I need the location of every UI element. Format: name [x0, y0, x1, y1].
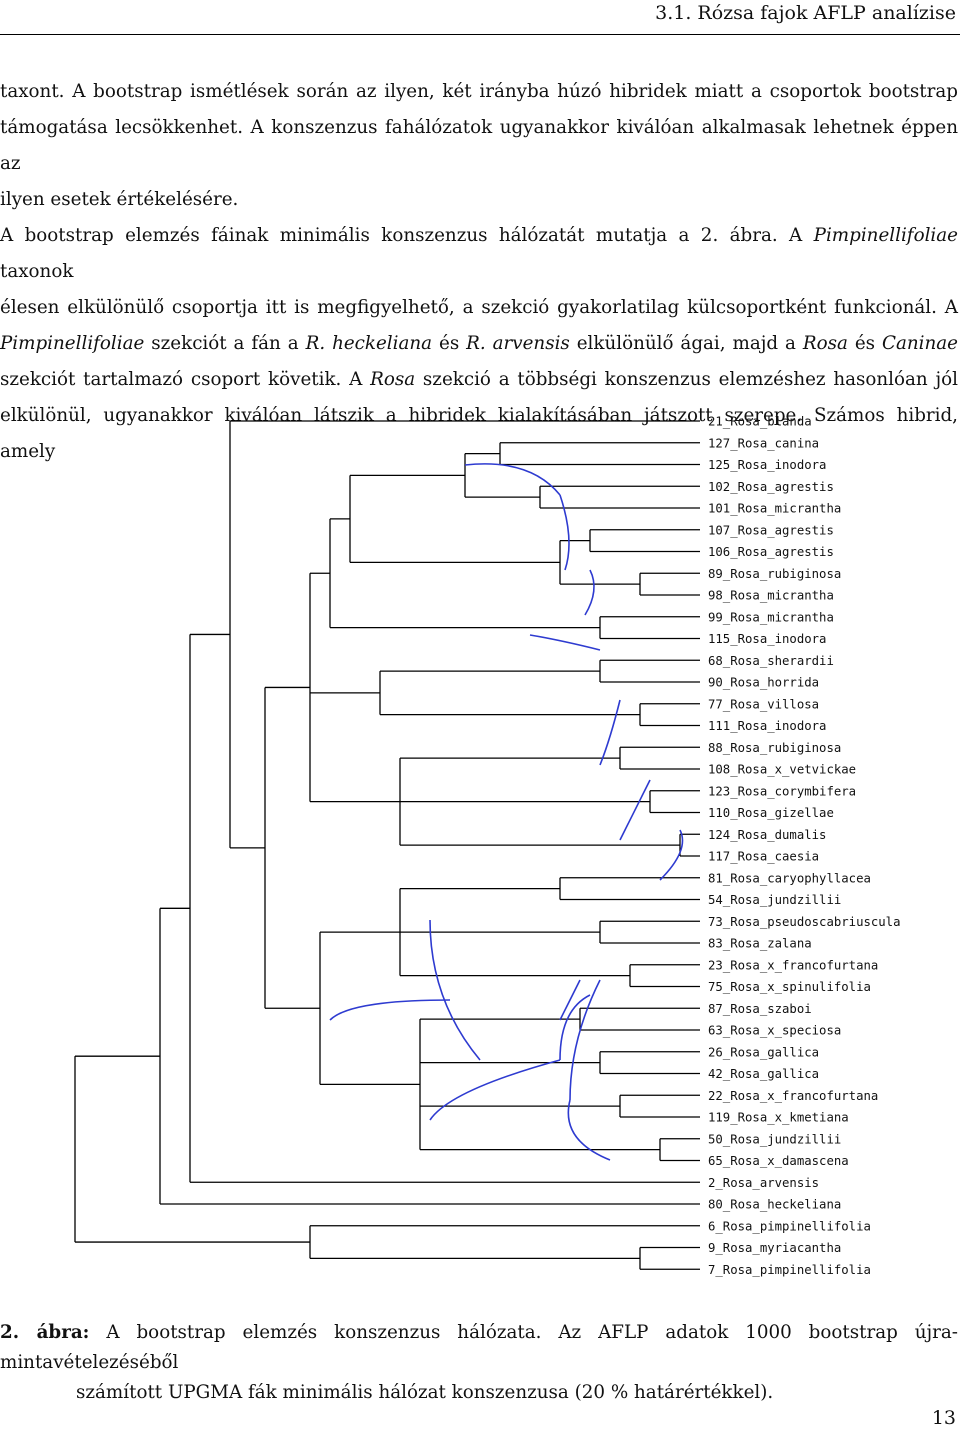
taxon-label: 107_Rosa_agrestis: [708, 523, 834, 537]
text-span: A bootstrap elemzés fáinak minimális kon…: [0, 225, 814, 246]
running-head: 3.1. Rózsa fajok AFLP analízise: [655, 2, 956, 24]
taxon-label: 125_Rosa_inodora: [708, 458, 826, 472]
hybrid-edge: [429, 1059, 561, 1121]
hybrid-edge: [559, 494, 570, 571]
text-span: szekciót a fán a: [144, 333, 306, 354]
hybrid-edge: [559, 979, 581, 1021]
hybrid-edge: [599, 699, 621, 766]
hybrid-edge: [567, 1099, 611, 1161]
text-span: szekciót tartalmazó csoport követik. A: [0, 369, 371, 390]
taxon-label: 2_Rosa_arvensis: [708, 1176, 819, 1190]
taxon-labels: 21_Rosa_blanda 127_Rosa_canina 125_Rosa_in…: [708, 415, 901, 1277]
text-line: ilyen esetek értékelésére.: [0, 182, 958, 218]
taxon-label: 108_Rosa_x_vetvickae: [708, 763, 856, 777]
tree-edges: [74, 420, 700, 1270]
consensus-network-figure: 21_Rosa_blanda 127_Rosa_canina 125_Rosa_in…: [74, 415, 901, 1277]
taxon-label: 115_Rosa_inodora: [708, 632, 826, 646]
taxon-label: 87_Rosa_szaboi: [708, 1002, 812, 1016]
text-line: támogatása lecsökkenhet. A konszenzus fa…: [0, 110, 958, 182]
text-line: élesen elkülönülő csoportja itt is megfi…: [0, 290, 958, 326]
taxon-label: 88_Rosa_rubiginosa: [708, 741, 841, 755]
caption-line: 2. ábra: A bootstrap elemzés konszenzus …: [0, 1318, 958, 1378]
taxon-label: 6_Rosa_pimpinellifolia: [708, 1219, 871, 1233]
taxon-label: 63_Rosa_x_speciosa: [708, 1024, 841, 1038]
hybrid-edges: [329, 463, 684, 1161]
taxon-label: 23_Rosa_x_francofurtana: [708, 958, 878, 972]
header-rule: [0, 34, 960, 35]
italic-span: Caninae: [882, 333, 958, 354]
taxon-label: 42_Rosa_gallica: [708, 1067, 819, 1081]
taxon-label: 26_Rosa_gallica: [708, 1045, 819, 1059]
taxon-label: 7_Rosa_pimpinellifolia: [708, 1263, 871, 1277]
taxon-label: 65_Rosa_x_damascena: [708, 1154, 849, 1168]
caption-line: számított UPGMA fák minimális hálózat ko…: [76, 1382, 774, 1403]
taxon-label: 124_Rosa_dumalis: [708, 828, 826, 842]
taxon-label: 50_Rosa_jundzillii: [708, 1132, 841, 1146]
text-span: ilyen esetek értékelésére.: [0, 189, 239, 210]
hybrid-edge: [464, 463, 561, 496]
hybrid-edge: [659, 829, 684, 881]
caption-text: A bootstrap elemzés konszenzus hálózata.…: [0, 1322, 958, 1373]
text-line: taxont. A bootstrap ismétlések során az …: [0, 74, 958, 110]
italic-span: Pimpinellifoliae: [0, 333, 145, 354]
taxon-label: 106_Rosa_agrestis: [708, 545, 834, 559]
taxon-label: 83_Rosa_zalana: [708, 937, 812, 951]
figure-caption: 2. ábra: A bootstrap elemzés konszenzus …: [0, 1318, 958, 1408]
taxon-label: 81_Rosa_caryophyllacea: [708, 871, 871, 885]
taxon-label: 111_Rosa_inodora: [708, 719, 826, 733]
hybrid-edge: [329, 999, 451, 1021]
taxon-label: 68_Rosa_sherardii: [708, 654, 834, 668]
caption-label: 2. ábra:: [0, 1322, 90, 1343]
body-text: taxont. A bootstrap ismétlések során az …: [0, 74, 958, 470]
taxon-label: 21_Rosa_blanda: [708, 415, 812, 429]
taxon-label: 73_Rosa_pseudoscabriuscula: [708, 915, 901, 929]
hybrid-edge: [619, 779, 651, 841]
text-line: Pimpinellifoliae szekciót a fán a R. hec…: [0, 326, 958, 362]
hybrid-edge: [584, 569, 595, 616]
italic-span: Pimpinellifoliae: [813, 225, 958, 246]
text-span: taxonok: [0, 261, 74, 282]
hybrid-edge: [529, 634, 601, 651]
taxon-label: 22_Rosa_x_francofurtana: [708, 1089, 878, 1103]
italic-span: R. heckeliana: [305, 333, 433, 354]
taxon-label: 77_Rosa_villosa: [708, 697, 819, 711]
text-line: A bootstrap elemzés fáinak minimális kon…: [0, 218, 958, 290]
text-span: taxont. A bootstrap ismétlések során az …: [0, 81, 958, 102]
text-span: elkülönülő ágai, majd a: [569, 333, 803, 354]
taxon-label: 90_Rosa_horrida: [708, 676, 819, 690]
text-span: támogatása lecsökkenhet. A konszenzus fa…: [0, 117, 958, 174]
italic-span: Rosa: [802, 333, 848, 354]
taxon-label: 102_Rosa_agrestis: [708, 480, 834, 494]
text-span: szekció a többségi konszenzus elemzéshez…: [415, 369, 958, 390]
taxon-label: 117_Rosa_caesia: [708, 850, 819, 864]
text-span: és: [847, 333, 882, 354]
hybrid-edge: [569, 979, 601, 1101]
page-number: 13: [931, 1407, 956, 1429]
text-span: és: [432, 333, 467, 354]
taxon-label: 98_Rosa_micrantha: [708, 589, 834, 603]
hybrid-edge: [429, 919, 481, 1061]
text-span: élesen elkülönülő csoportja itt is megfi…: [0, 297, 958, 318]
taxon-label: 119_Rosa_x_kmetiana: [708, 1111, 849, 1125]
taxon-label: 9_Rosa_myriacantha: [708, 1241, 841, 1255]
taxon-label: 89_Rosa_rubiginosa: [708, 567, 841, 581]
taxon-label: 99_Rosa_micrantha: [708, 610, 834, 624]
taxon-label: 110_Rosa_gizellae: [708, 806, 834, 820]
taxon-label: 75_Rosa_x_spinulifolia: [708, 980, 871, 994]
taxon-label: 127_Rosa_canina: [708, 436, 819, 450]
text-line: szekciót tartalmazó csoport követik. A R…: [0, 362, 958, 398]
taxon-label: 80_Rosa_heckeliana: [708, 1198, 841, 1212]
italic-span: Rosa: [370, 369, 416, 390]
hybrid-edge: [559, 994, 591, 1061]
taxon-label: 123_Rosa_corymbifera: [708, 784, 856, 798]
taxon-label: 54_Rosa_jundzillii: [708, 893, 841, 907]
italic-span: R. arvensis: [466, 333, 570, 354]
taxon-label: 101_Rosa_micrantha: [708, 502, 841, 516]
